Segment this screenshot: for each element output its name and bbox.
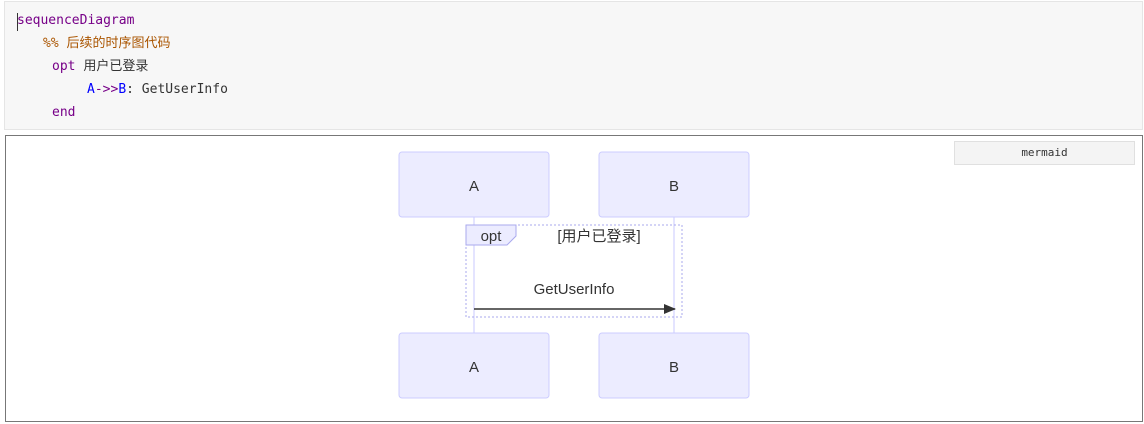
- diagram-preview: [5, 135, 1143, 422]
- actor-b-top: [598, 151, 750, 218]
- opt-label: opt: [481, 228, 503, 245]
- actor-a-bottom-label: A: [469, 359, 479, 376]
- code-line-1: sequenceDiagram: [17, 10, 134, 32]
- code-line-3: opt 用户已登录: [52, 56, 148, 78]
- language-tag[interactable]: mermaid: [954, 141, 1135, 165]
- message-from: A: [87, 82, 95, 97]
- text-cursor: [17, 13, 18, 31]
- code-comment: %% 后续的时序图代码: [43, 36, 171, 51]
- opt-label-box: [465, 224, 517, 246]
- actor-b-bottom: [598, 332, 750, 399]
- code-line-2: %% 后续的时序图代码: [43, 33, 170, 55]
- message-arrow: ->>: [94, 82, 119, 97]
- opt-condition: 用户已登录: [83, 59, 149, 74]
- message-label: GetUserInfo: [534, 281, 615, 298]
- opt-block: [465, 224, 683, 318]
- keyword-sequence-diagram: sequenceDiagram: [17, 13, 135, 28]
- message-to: B: [118, 82, 127, 97]
- actor-b-top-label: B: [669, 178, 679, 195]
- code-line-5: end: [52, 102, 75, 124]
- actor-a-top-label: A: [469, 178, 479, 195]
- actor-b-bottom-label: B: [669, 359, 679, 376]
- message-text: GetUserInfo: [141, 82, 228, 97]
- keyword-end: end: [52, 105, 76, 120]
- actor-a-top: [398, 151, 550, 218]
- message-colon: :: [126, 82, 134, 97]
- keyword-opt: opt: [52, 59, 76, 74]
- opt-condition-label: [用户已登录]: [557, 228, 640, 245]
- code-editor[interactable]: sequenceDiagram %% 后续的时序图代码 opt 用户已登录 A-…: [4, 1, 1143, 130]
- actor-a-bottom: [398, 332, 550, 399]
- code-line-4: A->>B: GetUserInfo: [87, 79, 228, 101]
